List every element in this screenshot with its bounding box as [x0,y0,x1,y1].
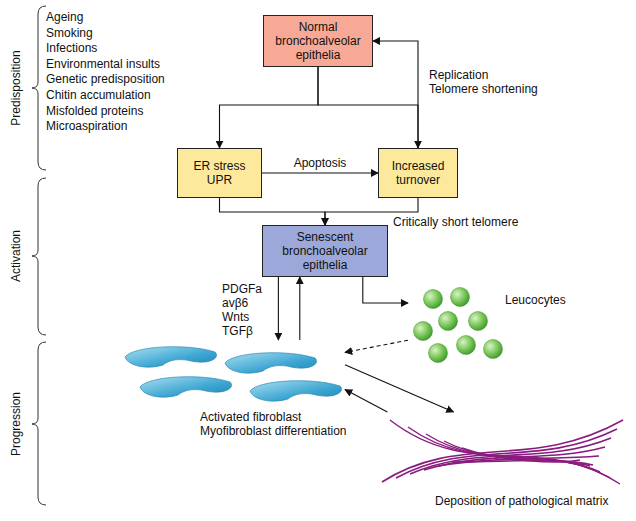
matrix-fibre [390,420,620,484]
edge-label: Replication Telomere shortening [428,68,540,96]
leucocyte-cell [469,312,488,331]
bracket [32,6,46,170]
leucocyte-cell [484,340,503,359]
section-label: Progression [9,392,23,456]
factor-label: Smoking [46,26,93,42]
flow-arrow [345,365,454,412]
fibroblast-cell [125,347,217,367]
box-label: Increased turnover [385,159,451,187]
section-label: Activation [9,230,23,282]
factor-label: Misfolded proteins [46,104,143,120]
box-label: ER stress UPR [184,159,255,187]
process-box: ER stress UPR [177,148,262,198]
fibroblast-illustration [120,340,345,402]
section-label: Predisposition [9,50,23,125]
matrix-fibre [462,448,580,462]
factor-label: Microaspiration [46,119,127,135]
factor-label: Ageing [46,10,83,26]
leucocyte-cell [439,312,458,331]
flow-arrow [278,277,279,340]
process-box: Senescent bronchoalveolar epithelia [262,225,388,277]
process-box: Normal bronchoalveolar epithelia [263,15,373,67]
leucocyte-cell [414,322,433,341]
matrix-fibre [382,420,623,482]
matrix-fibre [426,434,600,472]
flow-arrow [220,198,326,225]
flow-arrow [299,277,300,340]
bracket [32,342,46,505]
process-box: Increased turnover [378,148,458,198]
matrix-fibre [408,427,610,478]
figure-label: Leucocytes [505,293,573,307]
box-label: Senescent bronchoalveolar epithelia [269,230,381,272]
matrix-figure: Deposition of pathological matrix [380,412,625,507]
figure-label: Deposition of pathological matrix [435,494,625,508]
edge-label: Apoptosis [293,156,348,170]
leucocyte-cell [451,288,470,307]
flow-arrow [363,277,408,303]
factor-label: Infections [46,41,97,57]
factor-label: Environmental insults [46,57,160,73]
flow-arrow [373,41,418,148]
fibroblast-cell [140,377,232,397]
figure-label: Activated fibroblast Myofibroblast diffe… [200,410,375,438]
fibroblast-cell [225,353,317,373]
factor-label: Chitin accumulation [46,88,151,104]
flow-arrow [220,67,319,148]
fibroblast-cell [250,381,342,401]
edge-label: PDGFa avβ6 Wnts TGFβ [221,282,269,338]
fibroblast-group: Activated fibroblast Myofibroblast diffe… [120,340,345,402]
flow-arrow [318,67,418,148]
flow-arrow [345,390,387,412]
matrix-illustration [380,412,625,507]
matrix-fibre [444,441,590,466]
box-label: Normal bronchoalveolar epithelia [270,20,366,62]
edge-label: Critically short telomere [392,215,519,229]
leucocyte-cell [457,336,476,355]
leucocyte-group: Leucocytes [408,285,573,377]
leucocyte-cell [429,344,448,363]
matrix-fibre [396,429,617,478]
factor-label: Genetic predisposition [46,72,165,88]
dashed-arrow [345,340,408,352]
flow-arrow [262,172,378,173]
leucocyte-cell [424,290,443,309]
bracket [32,178,46,335]
